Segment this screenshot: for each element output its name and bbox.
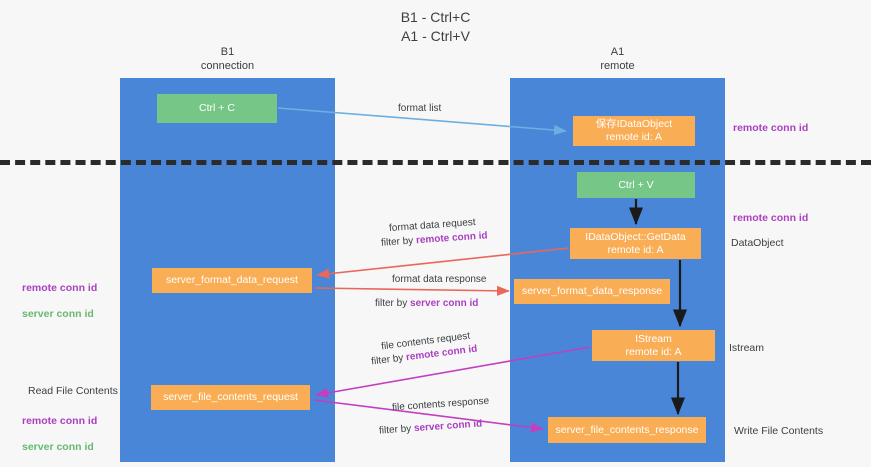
node-label: server_file_contents_request bbox=[163, 391, 298, 403]
label-istream: Istream bbox=[729, 342, 765, 354]
label-remote-conn-id-mid: remote conn id bbox=[733, 212, 809, 224]
node-label-line2: remote id: A bbox=[607, 243, 664, 256]
label-remote-conn-id-left2: remote conn id bbox=[22, 415, 98, 427]
node-label: Ctrl + C bbox=[199, 102, 235, 114]
edge-label-format-list: format list bbox=[398, 103, 442, 114]
filter-key: server conn id bbox=[410, 298, 479, 309]
node-label-line2: remote id: A bbox=[625, 345, 682, 358]
node-idataobject[interactable]: 保存IDataObject remote id: A bbox=[573, 116, 695, 146]
label-server-conn-id-left2: server conn id bbox=[22, 441, 94, 453]
node-label: Ctrl + V bbox=[618, 178, 654, 191]
edge-label-file-contents-response-filter: filter by server conn id bbox=[379, 417, 483, 438]
node-ctrl-v[interactable]: Ctrl + V bbox=[577, 172, 695, 198]
node-istream[interactable]: IStream remote id: A bbox=[592, 330, 715, 361]
node-label-line1: IDataObject::GetData bbox=[585, 230, 686, 243]
label-remote-conn-id-top: remote conn id bbox=[733, 122, 809, 134]
label-remote-conn-id-left: remote conn id bbox=[22, 282, 98, 294]
node-server-file-contents-request[interactable]: server_file_contents_request bbox=[151, 385, 310, 410]
filter-prefix: filter by bbox=[380, 235, 417, 249]
label-write-file-contents: Write File Contents bbox=[734, 425, 824, 437]
diagram-title: B1 - Ctrl+C A1 - Ctrl+V bbox=[400, 9, 471, 44]
label-dataobject: DataObject bbox=[731, 237, 784, 249]
node-label: server_file_contents_response bbox=[555, 423, 699, 436]
node-ctrl-c[interactable]: Ctrl + C bbox=[157, 94, 277, 123]
node-label-line2: remote id: A bbox=[605, 131, 663, 143]
node-server-file-contents-response[interactable]: server_file_contents_response bbox=[548, 417, 706, 443]
node-server-format-data-request[interactable]: server_format_data_request bbox=[152, 268, 312, 293]
edge-label-file-contents-response: file contents response bbox=[391, 395, 490, 414]
connector-format-data-response bbox=[314, 285, 510, 296]
lane-header-b1: B1 connection bbox=[200, 46, 255, 72]
label-read-file-contents: Read File Contents bbox=[28, 385, 118, 397]
filter-prefix: filter by bbox=[375, 298, 411, 309]
node-label: server_format_data_response bbox=[521, 285, 663, 297]
lane-header-a1: A1 remote bbox=[600, 46, 635, 72]
filter-key: remote conn id bbox=[415, 230, 488, 247]
edge-label-format-data-response-filter: filter by server conn id bbox=[375, 297, 478, 311]
filter-key: server conn id bbox=[413, 418, 483, 435]
label-left-conn-ids-bottom: remote conn id server conn id bbox=[22, 402, 97, 467]
label-server-conn-id-left: server conn id bbox=[22, 308, 94, 320]
node-label: server_format_data_request bbox=[166, 274, 298, 286]
phase-divider bbox=[0, 160, 871, 165]
filter-prefix: filter by bbox=[370, 352, 407, 368]
label-left-conn-ids-top: remote conn id server conn id bbox=[22, 269, 97, 334]
node-label-line1: 保存IDataObject bbox=[595, 118, 673, 130]
node-label-line1: IStream bbox=[635, 332, 672, 345]
node-idataobject-getdata[interactable]: IDataObject::GetData remote id: A bbox=[570, 228, 701, 259]
filter-prefix: filter by bbox=[378, 423, 415, 437]
node-server-format-data-response[interactable]: server_format_data_response bbox=[514, 279, 670, 304]
edge-label-format-data-response: format data response bbox=[392, 274, 487, 285]
